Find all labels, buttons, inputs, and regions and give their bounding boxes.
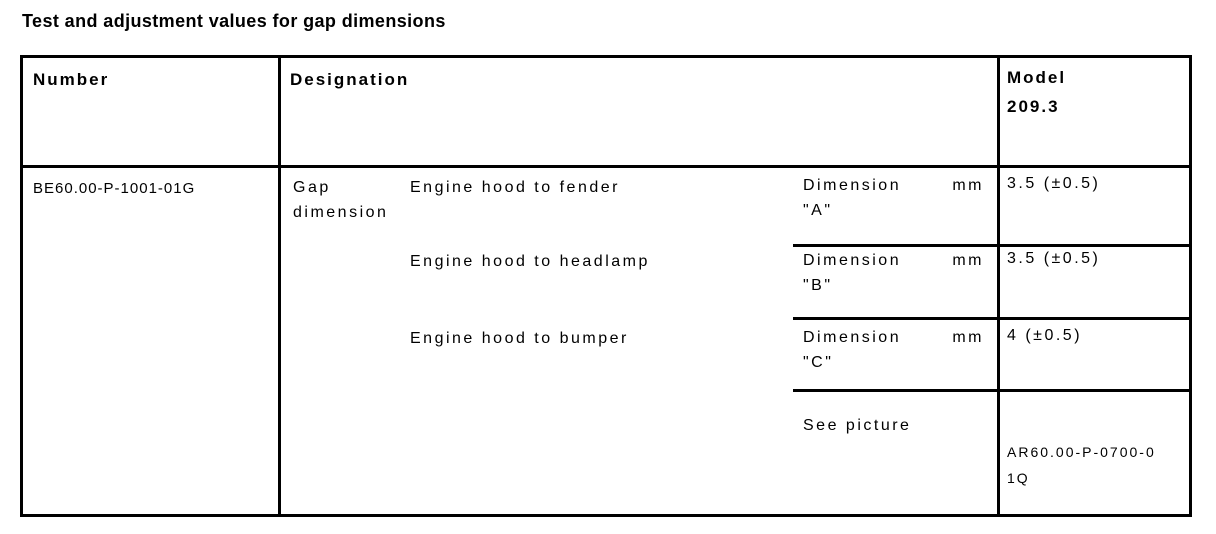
row-rule-c-picture	[793, 389, 1189, 392]
group-label: Gap dimension	[293, 179, 389, 221]
picture-reference-code: AR60.00-P-0700-01Q	[1007, 444, 1156, 486]
dimension-letter: "B"	[803, 277, 833, 294]
see-picture-label: See picture	[803, 417, 912, 434]
dimension-unit: mm	[952, 252, 984, 269]
header-bottom-rule	[23, 165, 1189, 168]
entry-description: Engine hood to headlamp	[410, 253, 650, 270]
divider-number-designation	[278, 58, 281, 514]
dimension-unit: mm	[952, 329, 984, 346]
dimension-label: Dimension	[803, 252, 902, 269]
col-header-designation: Designation	[290, 70, 410, 89]
document-number: BE60.00-P-1001-01G	[33, 180, 196, 197]
entry-description: Engine hood to fender	[410, 179, 620, 196]
entry-dimension: Dimension mm "B"	[803, 248, 984, 298]
entry-dimension: Dimension mm "C"	[803, 325, 984, 375]
dimension-letter: "A"	[803, 202, 833, 219]
spec-table: Number Designation Model 209.3 BE60.00-P…	[20, 55, 1192, 517]
row-rule-a-b	[793, 244, 1189, 247]
model-code: 209.3	[1007, 97, 1060, 116]
entry-description: Engine hood to bumper	[410, 330, 629, 347]
row-rule-b-c	[793, 317, 1189, 320]
dimension-letter: "C"	[803, 354, 834, 371]
entry-value: 3.5 (±0.5)	[1007, 250, 1101, 267]
dimension-label: Dimension	[803, 329, 902, 346]
page-title: Test and adjustment values for gap dimen…	[22, 11, 446, 31]
entry-dimension: Dimension mm "A"	[803, 173, 984, 223]
dimension-label: Dimension	[803, 177, 902, 194]
model-label: Model	[1007, 68, 1067, 87]
col-header-number: Number	[33, 70, 110, 89]
entry-value: 4 (±0.5)	[1007, 327, 1083, 344]
col-header-model: Model 209.3	[1007, 63, 1182, 121]
dimension-unit: mm	[952, 177, 984, 194]
divider-designation-model	[997, 58, 1000, 514]
entry-value: 3.5 (±0.5)	[1007, 175, 1101, 192]
